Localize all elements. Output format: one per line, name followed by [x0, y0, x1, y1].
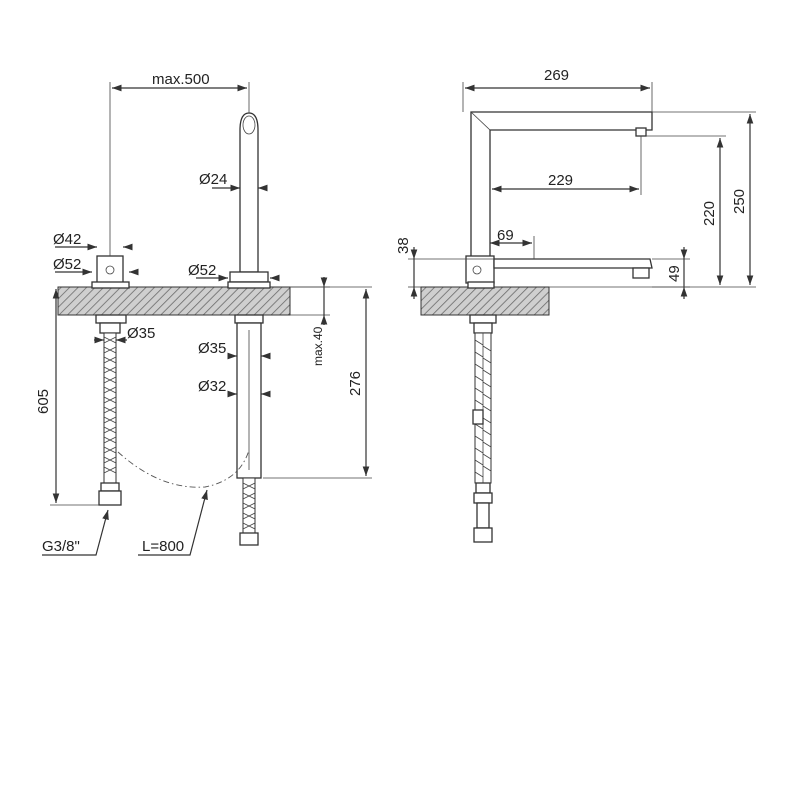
spout-hose [239, 477, 259, 546]
dim-dia-spout-base: Ø52 [188, 262, 216, 279]
handle-body [91, 255, 130, 334]
front-view: max.500 Ø24 Ø42 Ø52 Ø52 Ø35 Ø35 Ø32 [35, 71, 372, 556]
dim-outlet-height: 220 [701, 201, 718, 226]
spout-side [470, 111, 653, 273]
dim-deck-max: max.40 [311, 326, 325, 366]
countertop-side [420, 286, 550, 316]
flex-hose-path [117, 449, 250, 488]
dim-lever-height: 38 [395, 237, 412, 254]
dim-dia-lever-base: Ø52 [53, 256, 81, 273]
dim-inner-reach: 229 [548, 172, 573, 189]
spout-assembly [227, 112, 271, 479]
dim-flex-length: L=800 [142, 538, 184, 555]
dim-dia-tube: Ø24 [199, 171, 227, 188]
dim-handle-offset: 69 [497, 227, 514, 244]
dim-total-height: 250 [731, 189, 748, 214]
countertop-front [57, 286, 291, 316]
dim-dia-hose: Ø35 [127, 325, 155, 342]
dim-dia-shank-upper: Ø35 [198, 340, 226, 357]
braided-hose-left [98, 332, 122, 506]
dim-reach-max: max.500 [152, 71, 210, 88]
dim-hose-length: 605 [35, 389, 52, 414]
dim-shank-length: 276 [347, 371, 364, 396]
dim-spray-height: 49 [666, 265, 683, 282]
dim-dia-shank-lower: Ø32 [198, 378, 226, 395]
side-view: 269 229 69 38 49 220 250 [395, 67, 756, 543]
dim-dia-handle: Ø42 [53, 231, 81, 248]
dim-thread: G3/8" [42, 538, 80, 555]
lever-handle [493, 258, 653, 269]
dim-reach: 269 [544, 67, 569, 84]
